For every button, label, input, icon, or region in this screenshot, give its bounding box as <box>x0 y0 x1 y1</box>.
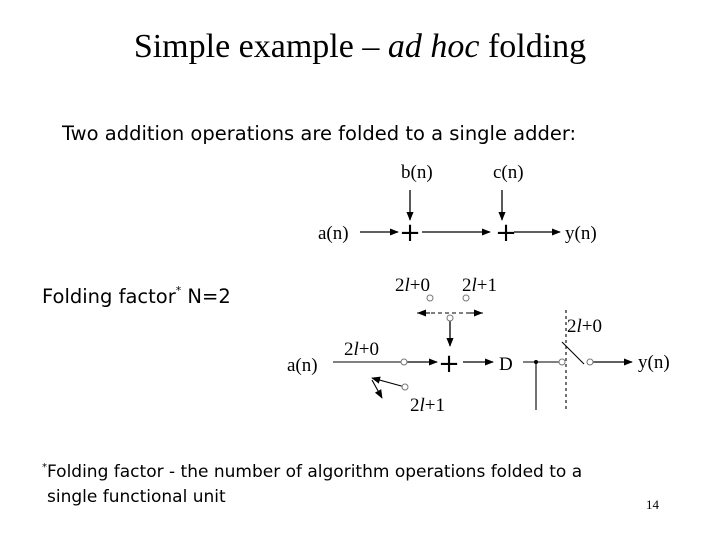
switch-left-upper-label: 2l+0 <box>344 339 379 360</box>
input-a-label: a(n) <box>318 223 349 244</box>
input-c-label: c(n) <box>493 162 524 183</box>
switch-left-lower-label: 2l+1 <box>410 395 445 416</box>
folded-input-a-label: a(n) <box>287 355 318 376</box>
folding-factor-text: Folding factor* N=2 <box>42 284 231 308</box>
right-switch-terminal <box>558 358 566 366</box>
input-b-label: b(n) <box>401 162 433 183</box>
switch-top-right-label: 2l+1 <box>462 275 497 296</box>
intro-text: Two addition operations are folded to a … <box>62 122 577 145</box>
top-switch-terminal-0 <box>426 294 434 302</box>
unfolded-dfg: a(n) b(n) c(n) y(n) + + <box>318 162 597 248</box>
output-y-label: y(n) <box>565 223 597 244</box>
folded-architecture: 2l+0 2l+1 2l+0 2l+1 2l+0 a(n) y(n) + <box>287 275 670 416</box>
left-switch-pivot <box>401 383 409 391</box>
top-switch-terminal-1 <box>462 294 470 302</box>
page-number: 14 <box>646 497 659 512</box>
adder-1-symbol: + <box>399 218 421 248</box>
adder-2-symbol: + <box>495 218 517 248</box>
slide-title: Simple example – ad hoc folding <box>133 28 587 65</box>
top-switch-pivot <box>446 314 454 322</box>
folded-output-y-label: y(n) <box>638 352 670 373</box>
left-switch-lower-arrow <box>371 379 383 399</box>
left-switch-upper-arrow <box>371 376 406 388</box>
delay-element: D <box>499 354 513 375</box>
footnote: *Folding factor - the number of algorith… <box>42 462 583 507</box>
switch-right-label: 2l+0 <box>567 316 602 337</box>
left-switch-terminal <box>400 358 408 366</box>
switch-top-left-label: 2l+0 <box>395 275 430 296</box>
right-switch-pivot <box>586 358 594 366</box>
folded-adder-symbol: + <box>438 349 460 379</box>
right-switch-blade <box>561 341 585 365</box>
